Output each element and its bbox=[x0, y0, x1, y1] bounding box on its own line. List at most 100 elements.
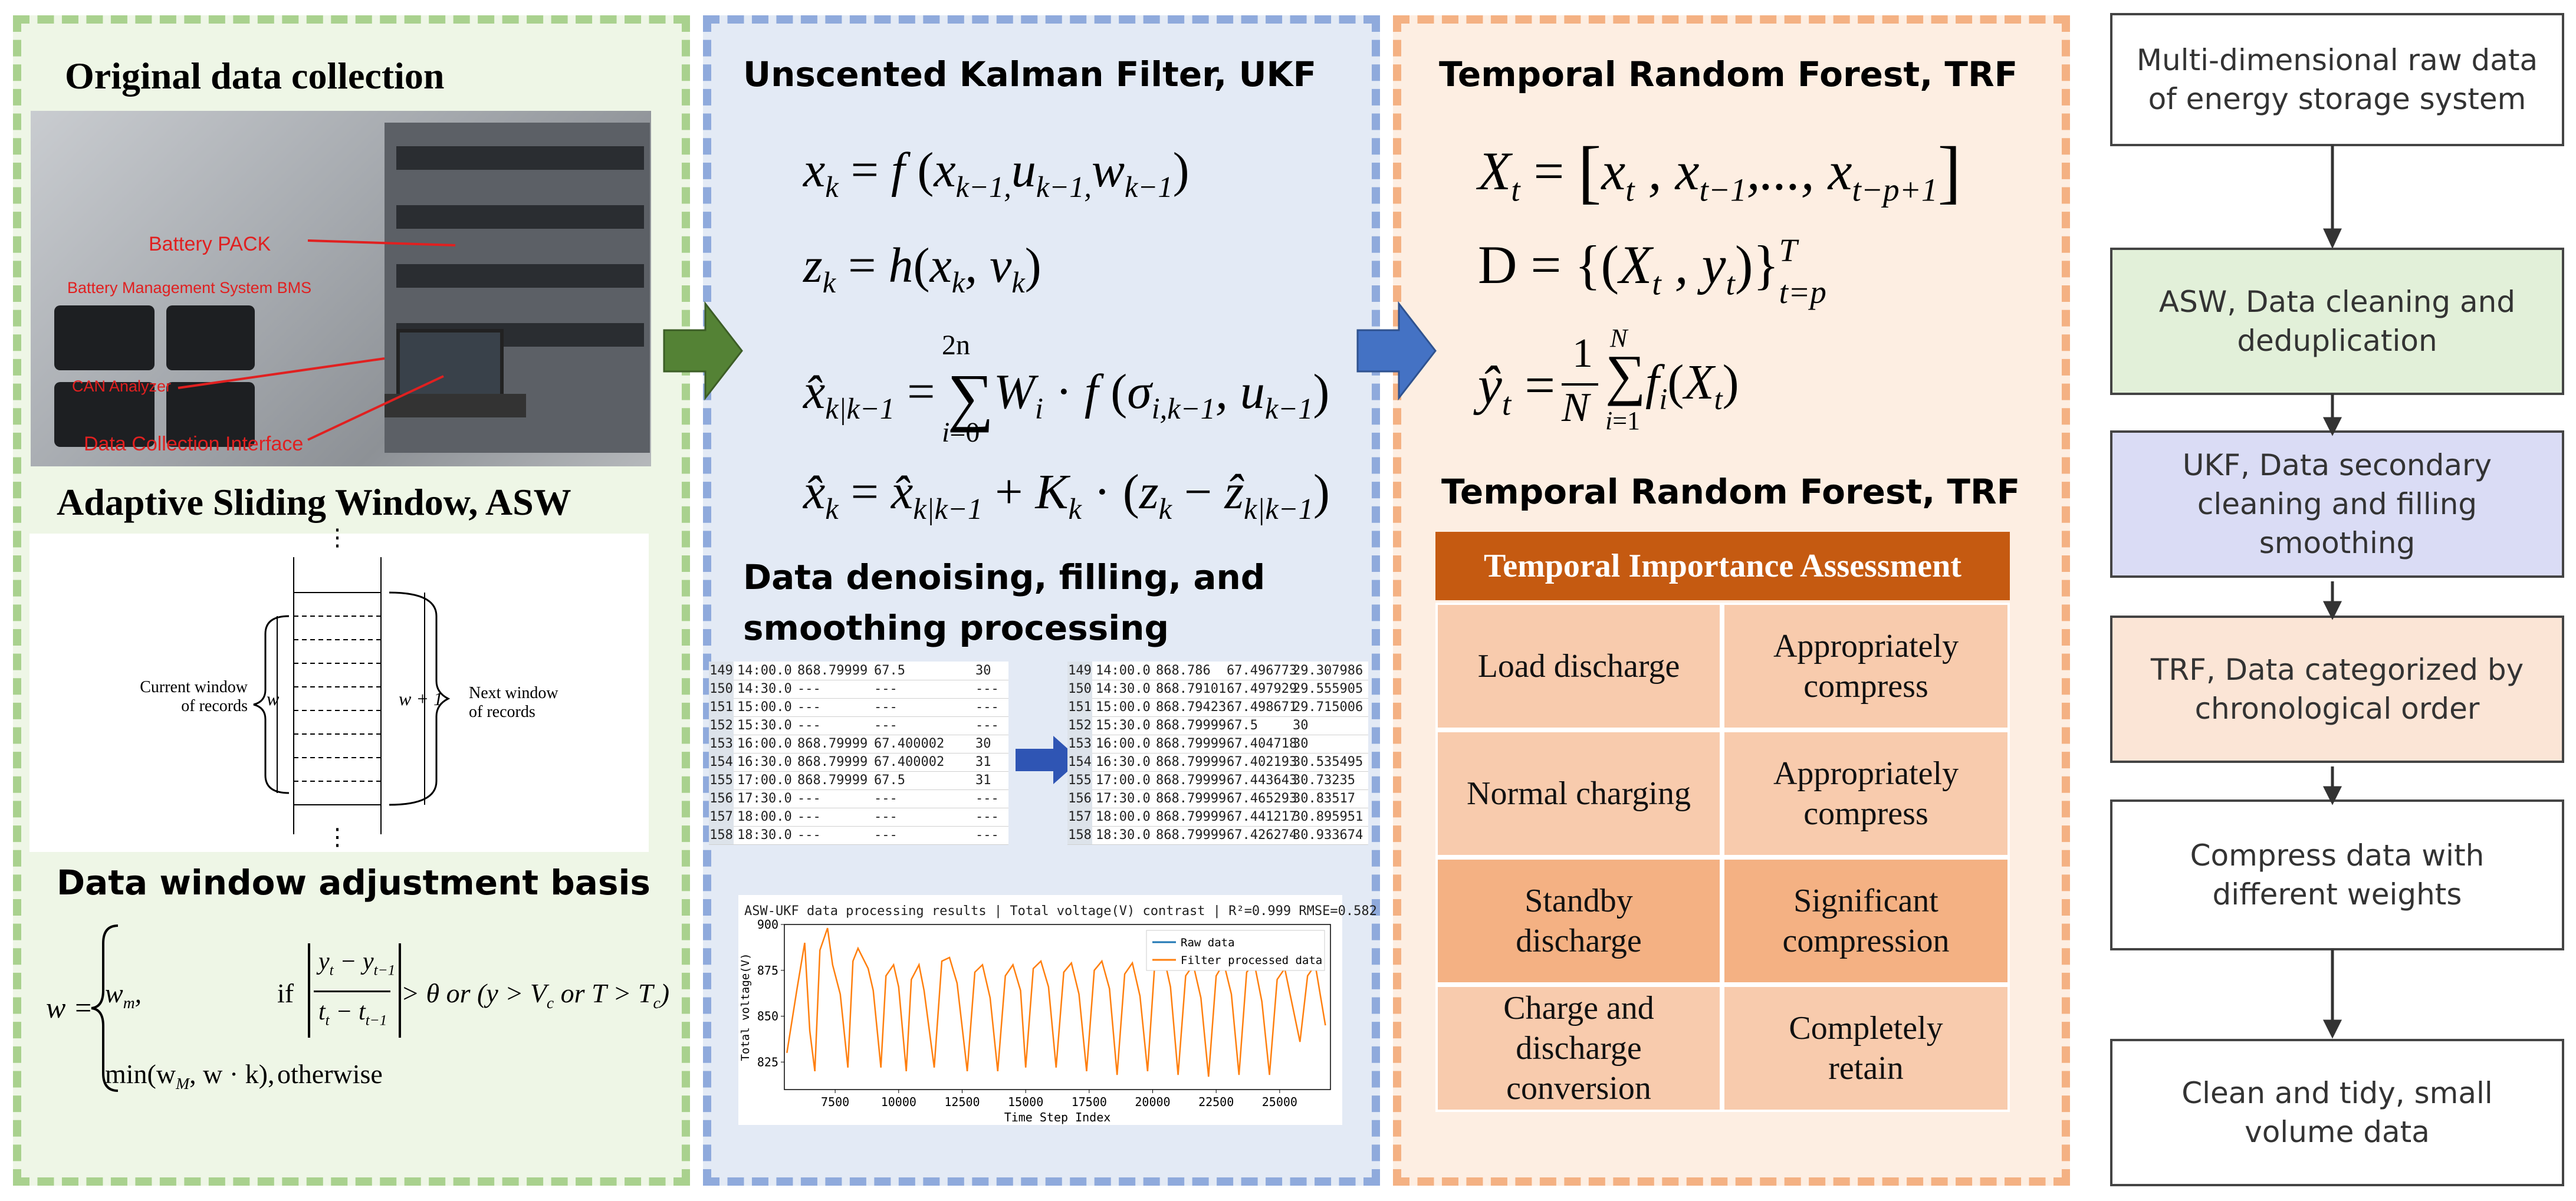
table-cell: 67.498671 bbox=[1227, 700, 1297, 715]
table-cell: 15:00.0 bbox=[1096, 700, 1151, 715]
table-cell: --- bbox=[797, 700, 821, 715]
x-tick-label: 15000 bbox=[1008, 1095, 1043, 1109]
trf-title-1: Temporal Random Forest, TRF bbox=[1439, 54, 2018, 94]
row-index: 151 bbox=[709, 698, 734, 716]
importance-cell-text: Significant compression bbox=[1782, 883, 1950, 959]
table-cell: 67.400002 bbox=[874, 736, 945, 751]
row-index: 157 bbox=[709, 808, 734, 826]
battery-system-photo: Battery PACK Battery Management System B… bbox=[31, 111, 651, 466]
table-cell: 30.535495 bbox=[1293, 755, 1363, 769]
flow-step-label: Clean and tidy, small volume data bbox=[2181, 1076, 2493, 1149]
row-index: 154 bbox=[1067, 753, 1092, 771]
table-cell: --- bbox=[874, 682, 898, 696]
x-tick-label: 7500 bbox=[821, 1095, 849, 1109]
table-cell: 30.73235 bbox=[1293, 773, 1355, 788]
table-cell: 868.79999 bbox=[1156, 755, 1227, 769]
table-cell: --- bbox=[874, 700, 898, 715]
importance-cell-left: Load discharge bbox=[1435, 603, 1722, 730]
table-cell: 16:00.0 bbox=[737, 736, 792, 751]
table-cell: 30.895951 bbox=[1293, 810, 1363, 824]
row-index: 158 bbox=[709, 826, 734, 844]
table-cell: 30 bbox=[1293, 736, 1309, 751]
table-cell: 15:30.0 bbox=[737, 718, 792, 733]
table-cell: 29.555905 bbox=[1293, 682, 1363, 696]
importance-cell-right: Completely retain bbox=[1722, 985, 2010, 1112]
table-cell: 67.400002 bbox=[874, 755, 945, 769]
table-cell: 868.79999 bbox=[1156, 736, 1227, 751]
blue-arrow-icon bbox=[1016, 736, 1080, 784]
blue-block-arrow-icon bbox=[1356, 301, 1437, 401]
x-axis-label: Time Step Index bbox=[1004, 1110, 1111, 1124]
table-cell: --- bbox=[874, 828, 898, 843]
row-index: 155 bbox=[1067, 771, 1092, 789]
table-cell: 14:30.0 bbox=[737, 682, 792, 696]
table-cell: --- bbox=[975, 791, 999, 806]
table-cell: 868.79423 bbox=[1156, 700, 1227, 715]
table-cell: 67.5 bbox=[874, 773, 905, 788]
flow-step-label: Multi-dimensional raw data of energy sto… bbox=[2136, 43, 2538, 116]
importance-cell-left: Standby discharge bbox=[1435, 857, 1722, 985]
table-cell: 17:30.0 bbox=[1096, 791, 1151, 806]
table-cell: 18:00.0 bbox=[1096, 810, 1151, 824]
table-cell: --- bbox=[874, 810, 898, 824]
table-cell: 30 bbox=[975, 736, 991, 751]
flow-arrows bbox=[2322, 145, 2342, 1039]
table-cell: --- bbox=[975, 828, 999, 843]
table-cell: 868.79999 bbox=[1156, 791, 1227, 806]
y-tick-label: 825 bbox=[757, 1055, 778, 1069]
table-cell: 15:00.0 bbox=[737, 700, 792, 715]
row-index: 157 bbox=[1067, 808, 1092, 826]
can-analyzer-label: CAN Analyzer bbox=[72, 377, 172, 395]
importance-cell-text: Load discharge bbox=[1477, 648, 1680, 685]
table-cell: --- bbox=[975, 700, 999, 715]
row-index: 150 bbox=[1067, 680, 1092, 698]
legend-label: Filter processed data bbox=[1181, 954, 1322, 967]
flow-step-3: UKF, Data secondary cleaning and filling… bbox=[2110, 430, 2564, 578]
table-cell: --- bbox=[797, 791, 821, 806]
table-cell: 67.5 bbox=[874, 663, 905, 678]
row-index: 149 bbox=[1067, 662, 1092, 680]
table-cell: 868.79999 bbox=[797, 736, 868, 751]
row-index: 151 bbox=[1067, 698, 1092, 716]
table-cell: 868.79999 bbox=[797, 755, 868, 769]
importance-cell-text: Normal charging bbox=[1467, 775, 1691, 812]
w-label: w bbox=[267, 688, 280, 709]
adaptive-sliding-window-title: Adaptive Sliding Window, ASW bbox=[57, 481, 571, 523]
table-cell: 868.79999 bbox=[1156, 773, 1227, 788]
table-cell: 30 bbox=[975, 663, 991, 678]
table-cell: --- bbox=[874, 718, 898, 733]
table-cell: 30.83517 bbox=[1293, 791, 1355, 806]
flow-step-1: Multi-dimensional raw data of energy sto… bbox=[2110, 13, 2564, 146]
row-index: 155 bbox=[709, 771, 734, 789]
table-cell: 67.496773 bbox=[1227, 663, 1297, 678]
trf-title-2: Temporal Random Forest, TRF bbox=[1441, 472, 2020, 512]
table-cell: 17:00.0 bbox=[1096, 773, 1151, 788]
next-window-label: Next window of records bbox=[469, 684, 558, 721]
table-cell: 868.79999 bbox=[1156, 718, 1227, 733]
table-cell: 67.497929 bbox=[1227, 682, 1297, 696]
table-cell: 67.426274 bbox=[1227, 828, 1297, 843]
series-line-filter-processed bbox=[786, 927, 1326, 1077]
current-window-label: Current window of records bbox=[140, 678, 248, 715]
chart-title: ASW-UKF data processing results | Total … bbox=[744, 904, 1377, 919]
table-cell: 14:00.0 bbox=[737, 663, 792, 678]
svg-text:⋮: ⋮ bbox=[326, 524, 349, 551]
flow-step-label: Compress data with different weights bbox=[2190, 838, 2485, 912]
importance-cell-right: Appropriately compress bbox=[1722, 730, 2010, 857]
importance-cell-text: Appropriately compress bbox=[1773, 755, 1959, 832]
x-tick-label: 20000 bbox=[1135, 1095, 1170, 1109]
row-index: 156 bbox=[1067, 789, 1092, 808]
table-cell: 17:30.0 bbox=[737, 791, 792, 806]
w-plus-one-label: w + 1 bbox=[399, 688, 443, 709]
table-cell: --- bbox=[797, 810, 821, 824]
table-cell: 17:00.0 bbox=[737, 773, 792, 788]
